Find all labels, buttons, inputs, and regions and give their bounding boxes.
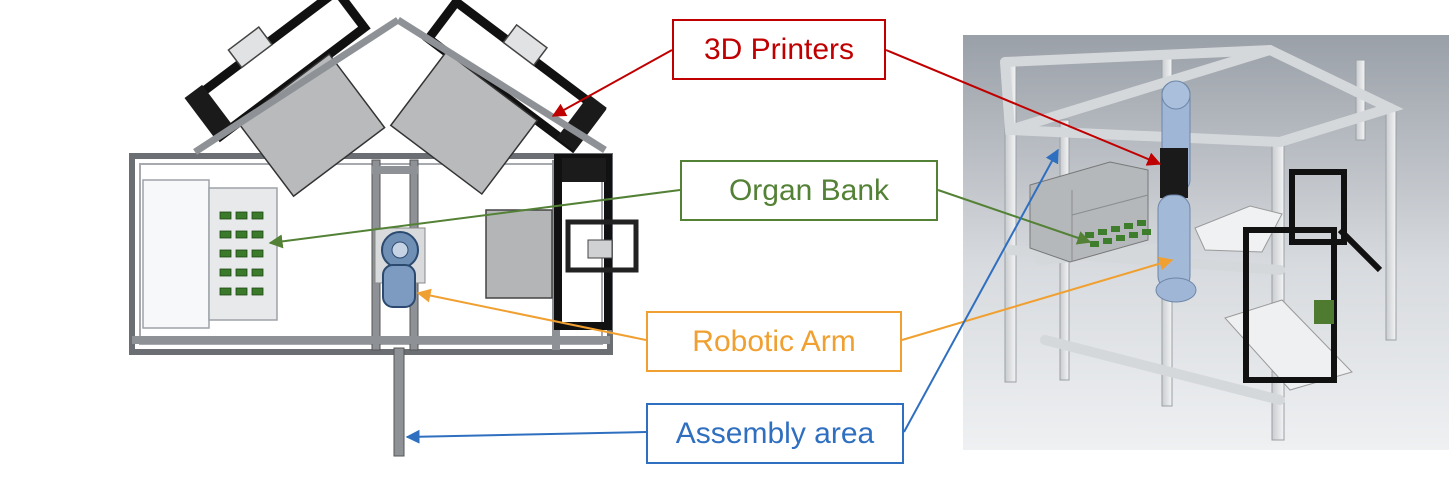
arm-link bbox=[382, 264, 416, 308]
arrow-arm-left bbox=[416, 288, 647, 341]
arrow-printers-right bbox=[885, 49, 1162, 166]
assembly-stem bbox=[393, 347, 405, 457]
right-printer-arm bbox=[565, 219, 639, 273]
bottom-bar bbox=[132, 336, 610, 344]
label-assembly-area: Assembly area bbox=[646, 403, 904, 464]
render-3d bbox=[963, 35, 1449, 450]
topview-drawing bbox=[129, 0, 639, 457]
arrow-bank-left bbox=[268, 189, 681, 249]
center-cross-bar bbox=[372, 166, 418, 174]
arrow-bank-right bbox=[937, 189, 1092, 245]
label-3d-printers: 3D Printers bbox=[672, 19, 886, 80]
arrow-printers-left bbox=[551, 49, 673, 117]
label-robotic-arm: Robotic Arm bbox=[646, 311, 902, 372]
white-panel bbox=[142, 179, 210, 329]
label-organ-bank: Organ Bank bbox=[680, 160, 938, 221]
right-printer-bed bbox=[485, 209, 553, 299]
organ-bank-cells bbox=[219, 211, 264, 296]
arrow-arm-right bbox=[901, 256, 1174, 341]
arrow-assembly-right bbox=[903, 148, 1059, 433]
left-printer bbox=[184, 0, 386, 198]
arrow-assembly-left bbox=[405, 429, 647, 444]
right-tilted-printer bbox=[389, 0, 607, 196]
